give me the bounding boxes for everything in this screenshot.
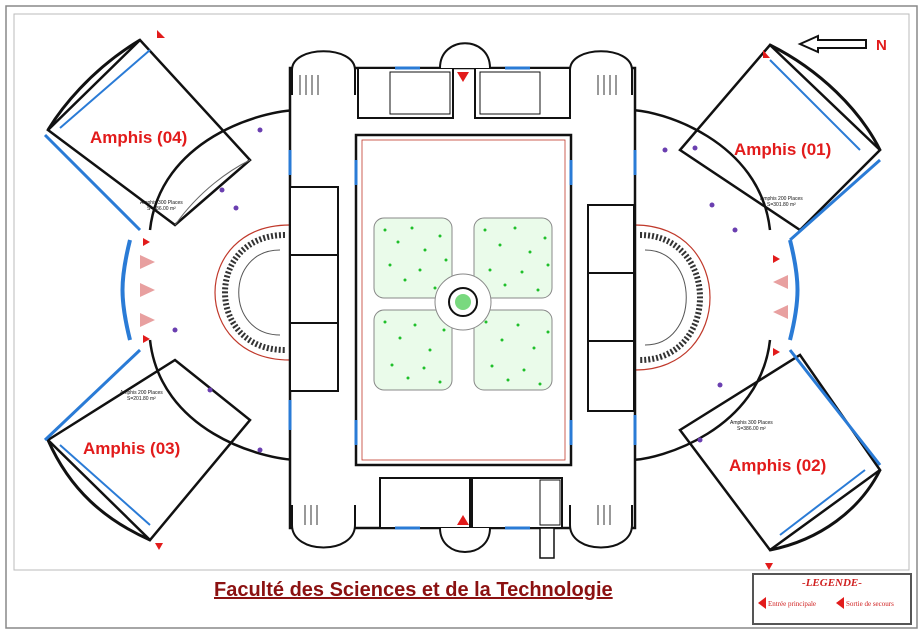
- fountain-center: [455, 294, 471, 310]
- amphi-04-area: S=386.00 m²: [147, 206, 176, 212]
- legend-main-entrance: Entrée principale: [768, 600, 817, 608]
- north-arrow-icon: [797, 34, 867, 54]
- stair-treads: [299, 75, 617, 525]
- courtyard-inner-line: [361, 139, 566, 461]
- top-rooms: [357, 67, 571, 119]
- amphi-02-caption: Amphis 300 Places S=386.00 m²: [730, 420, 773, 432]
- north-label: N: [876, 37, 887, 54]
- amphi-01-area: S=301.80 m²: [767, 202, 796, 208]
- emergency-exit-icon: [836, 597, 844, 609]
- sheet-border-outer: [5, 5, 918, 629]
- main-entrance-icon: [758, 597, 766, 609]
- amphi-02-area: S=386.00 m²: [737, 426, 766, 432]
- glass-strips: [43, 133, 882, 466]
- garden-dots: [383, 226, 550, 386]
- amphi-04-capacity: Amphis 300 Places: [140, 200, 183, 206]
- amphi-02-label: Amphis (02): [729, 456, 827, 475]
- legend-box: -LEGENDE- Entrée principale Sortie de se…: [752, 573, 912, 625]
- amphi-03-block: [45, 358, 252, 542]
- sheet-border-inner: [13, 13, 910, 571]
- red-markers: [143, 30, 780, 570]
- amphi-03-capacity: Amphis 200 Places: [120, 390, 163, 396]
- legend-title: -LEGENDE-: [802, 577, 862, 589]
- amphi-03-label: Amphis (03): [83, 439, 181, 458]
- stair-towers: [291, 42, 633, 553]
- left-rooms: [289, 186, 339, 392]
- amphi-01-caption: Amphis 200 Places S=301.80 m²: [760, 196, 803, 208]
- legend-emergency-exit: Sortie de secours: [846, 600, 894, 608]
- columns: [172, 127, 738, 453]
- amphi-04-caption: Amphis 300 Places S=386.00 m²: [140, 200, 183, 212]
- amphi-02-capacity: Amphis 300 Places: [730, 420, 773, 426]
- amphi-01-capacity: Amphis 200 Places: [760, 196, 803, 202]
- garden-beds: [373, 217, 553, 391]
- bottom-rooms: [379, 477, 563, 529]
- main-entrance-arrows: [140, 255, 788, 327]
- plan-title: Faculté des Sciences et de la Technologi…: [214, 579, 613, 601]
- amphi-04-block: [46, 38, 252, 227]
- window-marks: [288, 66, 637, 530]
- amphi-03-area: S=201.80 m²: [127, 396, 156, 402]
- amphi-01-label: Amphis (01): [734, 140, 832, 159]
- amphi-02-block: [678, 353, 882, 552]
- amphi-04-label: Amphis (04): [90, 128, 188, 147]
- amphi-03-caption: Amphis 200 Places S=201.80 m²: [120, 390, 163, 402]
- right-rooms: [587, 204, 635, 412]
- south-doorway: [539, 527, 555, 559]
